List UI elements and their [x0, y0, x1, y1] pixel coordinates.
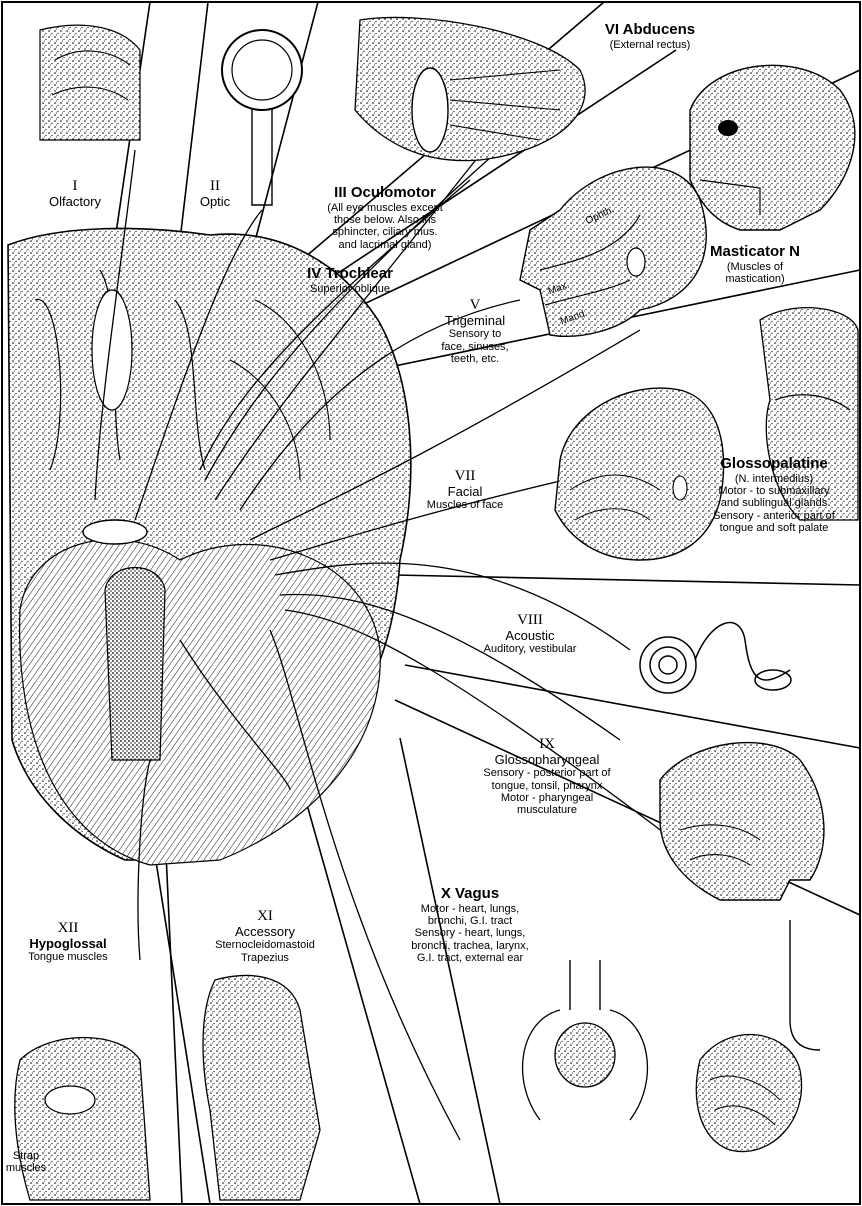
accessory-name: Accessory: [195, 925, 335, 940]
oculomotor-desc-2: those below. Also iris: [300, 214, 470, 226]
olfactory-name: Olfactory: [30, 195, 120, 210]
label-abducens: VI Abducens (External rectus): [585, 22, 715, 51]
hypoglossal-desc: Tongue muscles: [8, 951, 128, 963]
label-facial: VII Facial Muscles of face: [410, 468, 520, 512]
orbit-eye-muscles-illustration: [355, 17, 585, 160]
masticator-desc-1: (Muscles of: [690, 261, 820, 273]
trigeminal-desc-3: teeth, etc.: [420, 353, 530, 365]
olfactory-nose-illustration: [40, 25, 140, 140]
vagus-organs-illustration: [523, 920, 820, 1152]
vagus-desc-2: bronchi, G.I. tract: [390, 915, 550, 927]
accessory-neck-illustration: [203, 975, 320, 1200]
facial-desc: Muscles of face: [410, 499, 520, 511]
glossopharyngeal-desc-2: tongue, tonsil, pharynx: [462, 780, 632, 792]
vagus-desc-1: Motor - heart, lungs,: [390, 903, 550, 915]
label-masticator: Masticator N (Muscles of mastication): [690, 244, 820, 285]
facial-numeral: VII: [410, 468, 520, 485]
label-acoustic: VIII Acoustic Auditory, vestibular: [460, 612, 600, 656]
optic-name: Optic: [180, 195, 250, 210]
glossopharyngeal-desc-4: musculature: [462, 804, 632, 816]
oculomotor-desc-4: and lacrimal gland): [300, 239, 470, 251]
facial-name: Facial: [410, 485, 520, 500]
glossopalatine-desc-2: Motor - to submaxillary: [690, 485, 858, 497]
hypoglossal-numeral: XII: [8, 920, 128, 937]
label-vagus: X Vagus Motor - heart, lungs, bronchi, G…: [390, 886, 550, 964]
oculomotor-desc-3: sphincter, ciliary mus.: [300, 226, 470, 238]
vagus-desc-3: Sensory - heart, lungs,: [390, 927, 550, 939]
glossopalatine-desc-4: Sensory - anterior part of: [690, 510, 858, 522]
trigeminal-desc-2: face, sinuses,: [420, 341, 530, 353]
trigeminal-name: Trigeminal: [420, 314, 530, 329]
glossopalatine-desc-1: (N. intermedius): [690, 473, 858, 485]
trigeminal-head-outline: [520, 167, 706, 336]
label-glossopharyngeal: IX Glossopharyngeal Sensory - posterior …: [462, 736, 632, 817]
brain-base-illustration: [8, 228, 411, 865]
abducens-desc: (External rectus): [585, 39, 715, 51]
label-strap-muscles: Strap muscles: [4, 1150, 48, 1175]
label-olfactory: I Olfactory: [30, 178, 120, 209]
label-oculomotor: III Oculomotor (All eye muscles except t…: [300, 185, 470, 251]
glossopalatine-desc-5: tongue and soft palate: [690, 522, 858, 534]
accessory-desc-1: Sternocleidomastoid: [195, 939, 335, 951]
glossopharyngeal-name: Glossopharyngeal: [462, 753, 632, 768]
label-accessory: XI Accessory Sternocleidomastoid Trapezi…: [195, 908, 335, 964]
glossopharyngeal-numeral: IX: [462, 736, 632, 753]
trochlear-desc: Superior oblique: [285, 283, 415, 295]
olfactory-numeral: I: [30, 178, 120, 195]
trochlear-title: IV Trochlear: [285, 266, 415, 283]
vagus-title: X Vagus: [390, 886, 550, 903]
glossopalatine-desc-3: and sublingual glands: [690, 497, 858, 509]
hypoglossal-name: Hypoglossal: [8, 937, 128, 952]
glossopharyngeal-desc-3: Motor - pharyngeal: [462, 792, 632, 804]
label-hypoglossal: XII Hypoglossal Tongue muscles: [8, 920, 128, 964]
label-trigeminal: V Trigeminal Sensory to face, sinuses, t…: [420, 297, 530, 365]
strap-line-1: Strap: [4, 1150, 48, 1162]
vagus-desc-4: bronchi, trachea, larynx,: [390, 940, 550, 952]
glossopalatine-title: Glossopalatine: [690, 456, 858, 473]
glossopharyngeal-head-illustration: [660, 743, 824, 900]
acoustic-desc: Auditory, vestibular: [460, 643, 600, 655]
accessory-numeral: XI: [195, 908, 335, 925]
trigeminal-numeral: V: [420, 297, 530, 314]
oculomotor-desc-1: (All eye muscles except: [300, 202, 470, 214]
optic-numeral: II: [180, 178, 250, 195]
hypoglossal-head-illustration: [15, 1038, 150, 1201]
trigeminal-desc-1: Sensory to: [420, 328, 530, 340]
strap-line-2: muscles: [4, 1162, 48, 1174]
masticator-desc-2: mastication): [690, 273, 820, 285]
acoustic-name: Acoustic: [460, 629, 600, 644]
abducens-title: VI Abducens: [585, 22, 715, 39]
acoustic-numeral: VIII: [460, 612, 600, 629]
accessory-desc-2: Trapezius: [195, 952, 335, 964]
label-trochlear: IV Trochlear Superior oblique: [285, 266, 415, 295]
vagus-desc-5: G.I. tract, external ear: [390, 952, 550, 964]
label-optic: II Optic: [180, 178, 250, 209]
oculomotor-title: III Oculomotor: [300, 185, 470, 202]
masticator-title: Masticator N: [690, 244, 820, 261]
glossopharyngeal-desc-1: Sensory - posterior part of: [462, 767, 632, 779]
masticator-skull-illustration: [690, 65, 855, 230]
label-glossopalatine: Glossopalatine (N. intermedius) Motor - …: [690, 456, 858, 534]
acoustic-inner-ear-illustration: [640, 623, 791, 693]
